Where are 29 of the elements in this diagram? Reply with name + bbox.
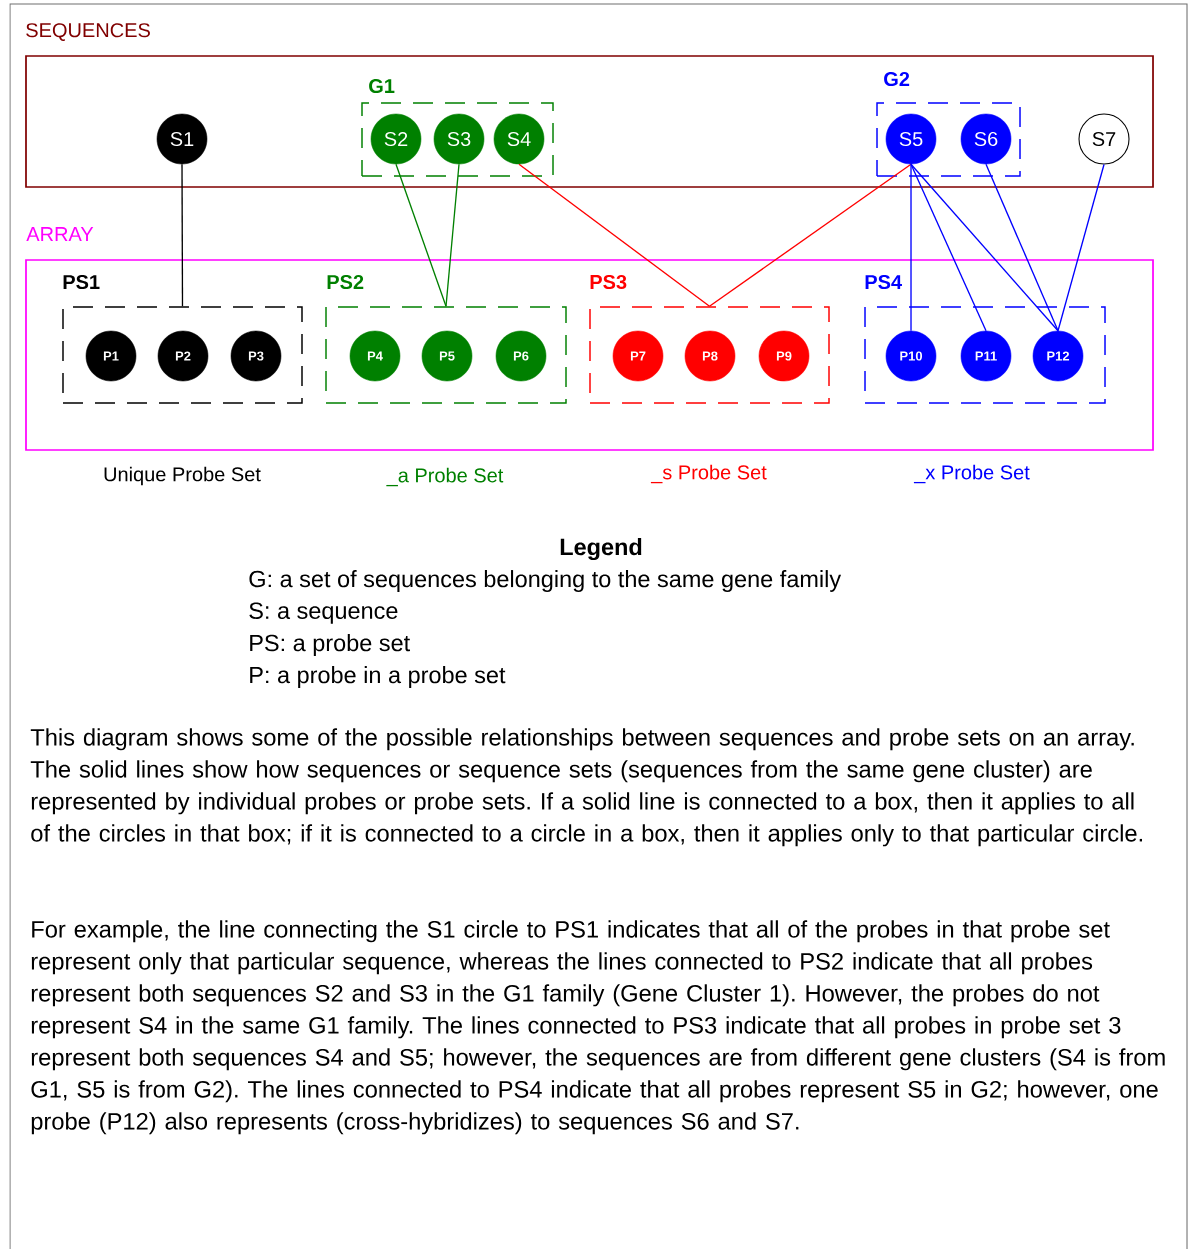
connector-line bbox=[1057, 163, 1105, 332]
connector-line bbox=[910, 163, 912, 332]
node-label: PS4 bbox=[865, 274, 902, 290]
probe-set-caption: _a Probe Set bbox=[386, 467, 504, 487]
connector-line bbox=[395, 163, 447, 307]
connector-line bbox=[518, 163, 711, 307]
description-paragraph: For example, the line connecting the S1 circle to PS1 indicates that all of the probes in that probe set represent only that particular sequence, whereas the lines connected to PS2 indicate that all probes represent both sequences S2 and S3 in the G1 family (Gene Cluster 1). However, the probes do not represent S4 in the same G1 family. The lines connected to PS3 indicate that all probes in probe set 3 represent both sequences S4 and S5; however, the sequences are from different gene clusters (S4 is from G1, S5 is from G2). The lines connected to PS4 indicate that all probes represent S5 in G2; however, one probe (P12) also represents (cross-hybridizes) to sequences S6 and S7. bbox=[31, 920, 1165, 1135]
node-label: PS3 bbox=[590, 274, 627, 290]
node-label: SEQUENCES bbox=[26, 23, 150, 41]
node-label: PS2 bbox=[327, 274, 364, 290]
legend-entry: S: a sequence bbox=[249, 602, 398, 624]
probe-set-caption: _s Probe Set bbox=[650, 464, 767, 484]
probe-set-caption: Unique Probe Set bbox=[104, 466, 261, 486]
connector-line bbox=[445, 163, 460, 307]
legend-entry: G: a set of sequences belonging to the same gene family bbox=[249, 570, 842, 592]
legend-entry: PS: a probe set bbox=[250, 634, 410, 656]
legend-heading: Legend bbox=[560, 538, 642, 560]
probe-set-caption: _x Probe Set bbox=[913, 464, 1030, 484]
node-label: G1 bbox=[369, 78, 395, 94]
description-paragraph: This diagram shows some of the possible relationships between sequences and probe sets on an array. The solid lines show how sequences or sequence sets (sequences from the same gene cluster) are represented by individual probes or probe sets. If a solid line is connected to a box, then it applies to all of the circles in that box; if it is connected to a circle in a box, then it applies only to that particular circle. bbox=[30, 728, 1142, 847]
legend-entry: P: a probe in a probe set bbox=[250, 666, 506, 688]
node-label: G2 bbox=[884, 71, 910, 87]
connector-line bbox=[910, 163, 1059, 332]
connector-line bbox=[910, 163, 987, 332]
connector-line bbox=[708, 163, 912, 307]
node-label: PS1 bbox=[63, 274, 100, 290]
connector-line bbox=[181, 163, 184, 307]
connector-line bbox=[985, 163, 1059, 332]
node-label: ARRAY bbox=[26, 227, 94, 241]
